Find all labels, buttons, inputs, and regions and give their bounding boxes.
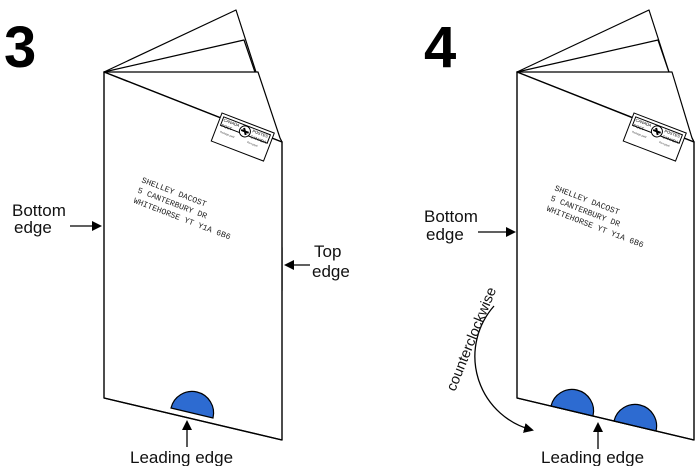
bottom-edge-label-line-1: Bottom	[424, 207, 478, 226]
step-number: 3	[4, 15, 36, 80]
svg-text:Port payé: Port payé	[659, 140, 671, 148]
postage-indicia: CANADA POSTES POST CANADA Postage paid P…	[210, 112, 275, 162]
bottom-edge-label-line-1: Bottom	[12, 201, 66, 220]
svg-text:CANADA: CANADA	[250, 134, 268, 145]
leading-edge-tab-right	[613, 403, 658, 432]
bottom-edge-label-line-2: edge	[426, 225, 464, 244]
top-edge-label-line-1: Top	[314, 242, 341, 261]
step-number: 4	[424, 15, 456, 80]
svg-text:POST: POST	[221, 123, 233, 132]
postage-indicia: CANADA POSTES POST CANADA Postage paid P…	[622, 112, 687, 162]
svg-text:Postage paid: Postage paid	[220, 130, 236, 139]
step-3: 3 CANADA POSTES POST CANADA Postage paid…	[4, 9, 350, 466]
counterclockwise-arrow	[474, 305, 534, 433]
svg-text:POSTES: POSTES	[664, 128, 681, 139]
bottom-edge-label-line-2: edge	[14, 218, 52, 237]
leading-edge-tab-left	[550, 388, 595, 417]
svg-text:POSTES: POSTES	[252, 128, 269, 139]
leading-edge-tab	[170, 390, 215, 419]
leading-edge-label: Leading edge	[541, 448, 644, 466]
svg-text:CANADA: CANADA	[223, 117, 241, 128]
svg-text:CANADA: CANADA	[635, 117, 653, 128]
svg-text:Port payé: Port payé	[247, 140, 259, 148]
counterclockwise-label: counterclockwise	[444, 285, 500, 393]
step-4: 4 CANADA POSTES POST CANADA Postage paid…	[424, 9, 695, 466]
svg-text:POST: POST	[633, 123, 645, 132]
svg-text:CANADA: CANADA	[662, 134, 680, 145]
leading-edge-label: Leading edge	[130, 448, 233, 466]
top-edge-label-line-2: edge	[312, 262, 350, 281]
svg-text:Postage paid: Postage paid	[632, 130, 648, 139]
